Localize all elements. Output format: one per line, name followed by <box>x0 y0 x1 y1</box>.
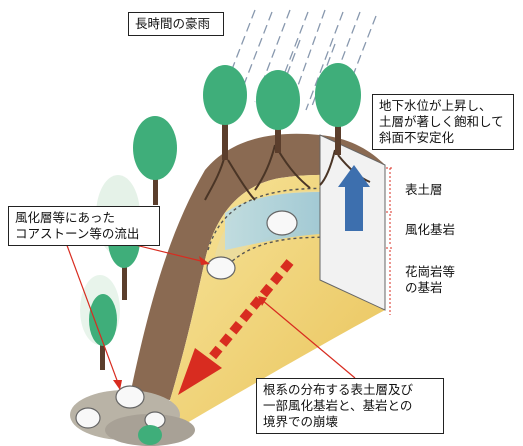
layer-markers <box>386 167 394 315</box>
slide-arrow <box>178 259 294 395</box>
label-collapse-boundary: 根系の分布する表土層及び 一部風化基岩と、基岩との 境界での崩壊 <box>256 378 444 434</box>
layer-granite-bedrock: 花崗岩等 の基岩 <box>405 264 456 295</box>
label-corestone-outflow: 風化層等にあった コアストーン等の流出 <box>8 206 160 246</box>
trees-top <box>203 63 361 160</box>
label-groundwater-rise: 地下水位が上昇し、 土層が著しく飽和して 斜面不安定化 <box>372 94 514 150</box>
label-heavy-rain: 長時間の豪雨 <box>128 12 224 36</box>
layer-topsoil: 表土層 <box>405 182 443 197</box>
boundary-line-upper <box>207 187 386 251</box>
topsoil-surface <box>130 133 385 401</box>
layer-weathered-bedrock: 風化基岩 <box>405 222 456 237</box>
boundary-line-lower <box>227 236 386 266</box>
pointer-heads <box>113 256 267 390</box>
groundwater-arrow <box>338 165 370 231</box>
boulders <box>75 210 298 429</box>
